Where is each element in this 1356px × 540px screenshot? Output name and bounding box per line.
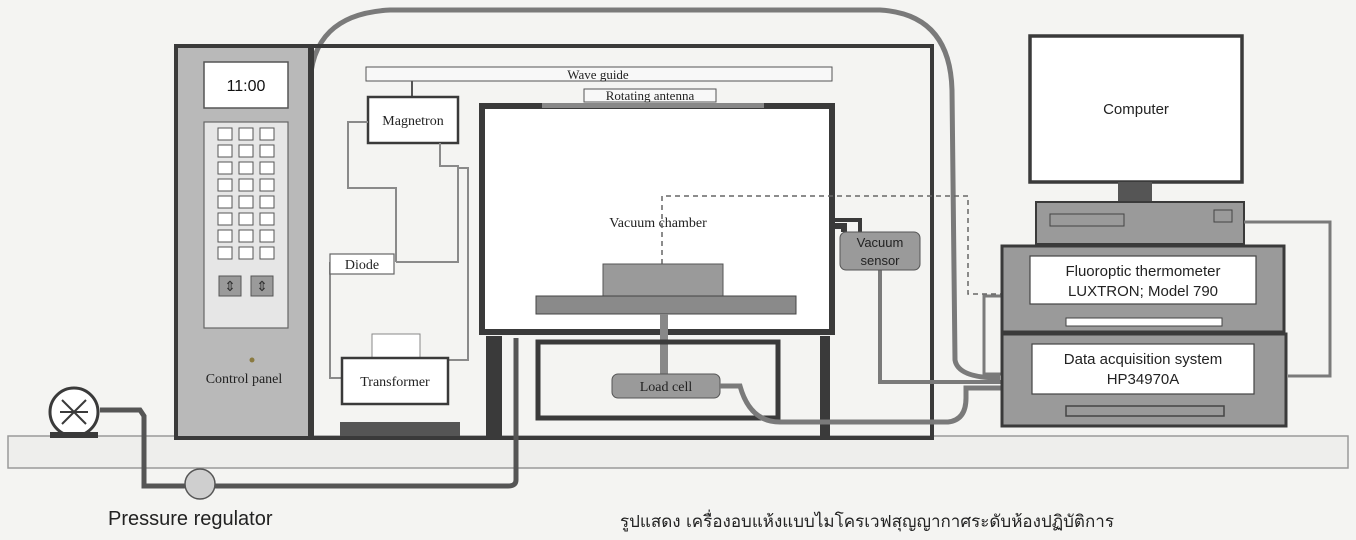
- sample: [602, 263, 724, 297]
- keypad-key[interactable]: [259, 195, 275, 209]
- up-down-button-right[interactable]: [250, 275, 274, 297]
- keypad-key[interactable]: [238, 161, 254, 175]
- up-down-arrows-icon: ⇕: [256, 278, 268, 294]
- fiber-probe-line: [661, 195, 1004, 295]
- cd-drive-slot: [1049, 213, 1125, 227]
- wave-guide-label: Wave guide: [567, 67, 629, 82]
- floor-band: [7, 435, 1349, 469]
- keypad-key[interactable]: [259, 212, 275, 226]
- control-panel-label: Control panel: [206, 372, 283, 387]
- keypad-key[interactable]: [217, 178, 233, 192]
- load-cell-cable: [720, 383, 1004, 425]
- thermometer-slot: [1065, 317, 1223, 327]
- wire-magnetron-left: [347, 121, 397, 262]
- diode-box: [329, 253, 395, 275]
- pump-base: [50, 432, 98, 438]
- keypad-key[interactable]: [217, 229, 233, 243]
- rotating-antenna-label: Rotating antenna: [606, 88, 695, 103]
- vacuum-sensor-cable: [878, 270, 1004, 384]
- sample-tray: [535, 295, 797, 315]
- keypad-key[interactable]: [259, 144, 275, 158]
- daq-label-1: Data acquisition system: [1064, 351, 1222, 368]
- clock-text: 11:00: [227, 78, 266, 95]
- vacuum-pipe: [832, 223, 847, 232]
- instrument-link: [982, 294, 1004, 376]
- keypad-key[interactable]: [238, 195, 254, 209]
- up-down-button-left[interactable]: [218, 275, 242, 297]
- keypad-key[interactable]: [238, 127, 254, 141]
- tray-stem: [660, 314, 668, 376]
- monitor-neck: [1118, 182, 1152, 202]
- computer-cable: [1244, 220, 1332, 378]
- vacuum-sensor-label-1: Vacuum: [857, 235, 904, 250]
- vacuum-sensor: [839, 231, 921, 271]
- oven-frame: [310, 44, 934, 440]
- magnetron-box: [366, 95, 460, 145]
- thermometer-label-2: LUXTRON; Model 790: [1068, 283, 1218, 300]
- keypad: [217, 127, 275, 260]
- keypad-key[interactable]: [238, 212, 254, 226]
- load-cell-label: Load cell: [640, 380, 693, 395]
- pump-pipe: [100, 407, 186, 489]
- wire-magnetron-right: [396, 143, 459, 263]
- thermometer-display: [1029, 255, 1257, 305]
- vacuum-sensor-label-2: sensor: [860, 253, 900, 268]
- computer-label: Computer: [1103, 101, 1169, 118]
- stand-right-leg: [820, 336, 830, 436]
- daq-display: [1031, 343, 1255, 395]
- keypad-key[interactable]: [217, 195, 233, 209]
- scale-frame: [535, 339, 781, 421]
- keypad-key[interactable]: [259, 246, 275, 260]
- clock-display: [203, 61, 289, 109]
- magnetron-label: Magnetron: [382, 114, 443, 129]
- keypad-key[interactable]: [238, 229, 254, 243]
- power-button[interactable]: [1213, 209, 1233, 223]
- wire-diode-transformer: [329, 262, 344, 379]
- daq-label-2: HP34970A: [1107, 371, 1180, 388]
- keypad-key[interactable]: [259, 229, 275, 243]
- wave-guide: [365, 66, 833, 82]
- transformer-base: [340, 422, 460, 436]
- keypad-key[interactable]: [259, 161, 275, 175]
- pressure-regulator-caption: Pressure regulator: [108, 508, 273, 530]
- computer-unit: [1035, 201, 1245, 245]
- keypad-key[interactable]: [238, 246, 254, 260]
- wire-magnetron-main: [440, 167, 469, 361]
- up-down-arrows-icon: ⇕: [224, 278, 236, 294]
- keypad-key[interactable]: [217, 161, 233, 175]
- keypad-key[interactable]: [217, 144, 233, 158]
- thermometer-label-1: Fluoroptic thermometer: [1065, 263, 1220, 280]
- figure-caption-thai: รูปแสดง เครื่องอบแห้งแบบไมโครเวฟสุญญากาศ…: [620, 512, 1114, 532]
- transformer-box: [340, 356, 450, 406]
- keypad-key[interactable]: [238, 178, 254, 192]
- diode-label: Diode: [345, 258, 379, 273]
- keypad-key[interactable]: [217, 212, 233, 226]
- keypad-key[interactable]: [259, 127, 275, 141]
- keypad-key[interactable]: [259, 178, 275, 192]
- keypad-key[interactable]: [238, 144, 254, 158]
- chamber-right-pipe: [832, 218, 862, 234]
- stand-left-leg: [486, 336, 502, 436]
- indicator-dot: [249, 357, 255, 363]
- daq-slot: [1065, 405, 1225, 417]
- transformer-top: [371, 333, 421, 359]
- vacuum-chamber-label: Vacuum chamber: [609, 216, 707, 231]
- keypad-key[interactable]: [217, 246, 233, 260]
- rotating-antenna: [583, 88, 717, 103]
- keypad-key[interactable]: [217, 127, 233, 141]
- transformer-label: Transformer: [360, 375, 430, 390]
- chamber-top-bar: [542, 103, 764, 108]
- pressure-regulator-icon: [184, 468, 216, 500]
- top-cable-loop: [307, 7, 1001, 381]
